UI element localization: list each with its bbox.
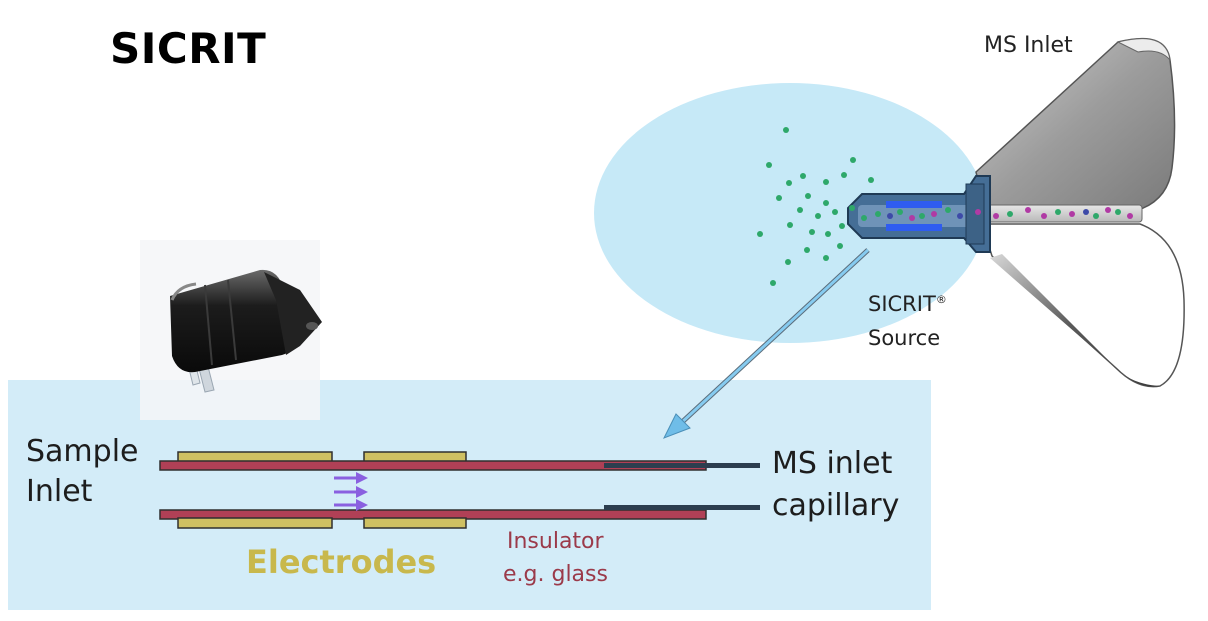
insulator-example-label: e.g. glass xyxy=(503,562,608,587)
neutral-particles xyxy=(887,209,1089,219)
sicrit-source-name: SICRIT xyxy=(868,292,936,316)
ionization-cloud xyxy=(594,83,986,343)
ion-particles xyxy=(909,207,1133,221)
electrode-bottom-right xyxy=(363,517,467,529)
flow-arrows-icon xyxy=(334,472,368,511)
insulator-label: Insulator xyxy=(507,529,604,554)
ms-capillary-label-line2: capillary xyxy=(772,488,900,523)
electrode-bottom-left xyxy=(177,517,333,529)
capillary-bottom xyxy=(604,505,760,510)
sample-inlet-label: Sample xyxy=(26,434,139,469)
sicrit-device-photo xyxy=(140,240,322,420)
page-title: SICRIT xyxy=(110,24,267,73)
ms-capillary-label: MS inlet xyxy=(772,446,893,481)
pointer-arrow-icon xyxy=(662,248,870,439)
registered-mark: ® xyxy=(935,293,947,306)
capillary-top xyxy=(604,463,760,468)
ms-inlet-cone xyxy=(931,37,1185,388)
ms-inlet-label: MS Inlet xyxy=(984,33,1073,58)
sample-inlet-label-line2: Inlet xyxy=(26,474,93,509)
sicrit-source-label: SICRIT® xyxy=(868,292,947,316)
capillary-schematic xyxy=(159,451,760,529)
particle-cloud xyxy=(757,127,1121,286)
sicrit-source-tube xyxy=(847,175,991,253)
sicrit-source-label-line2: Source xyxy=(868,326,941,350)
electrodes-label: Electrodes xyxy=(246,543,437,581)
